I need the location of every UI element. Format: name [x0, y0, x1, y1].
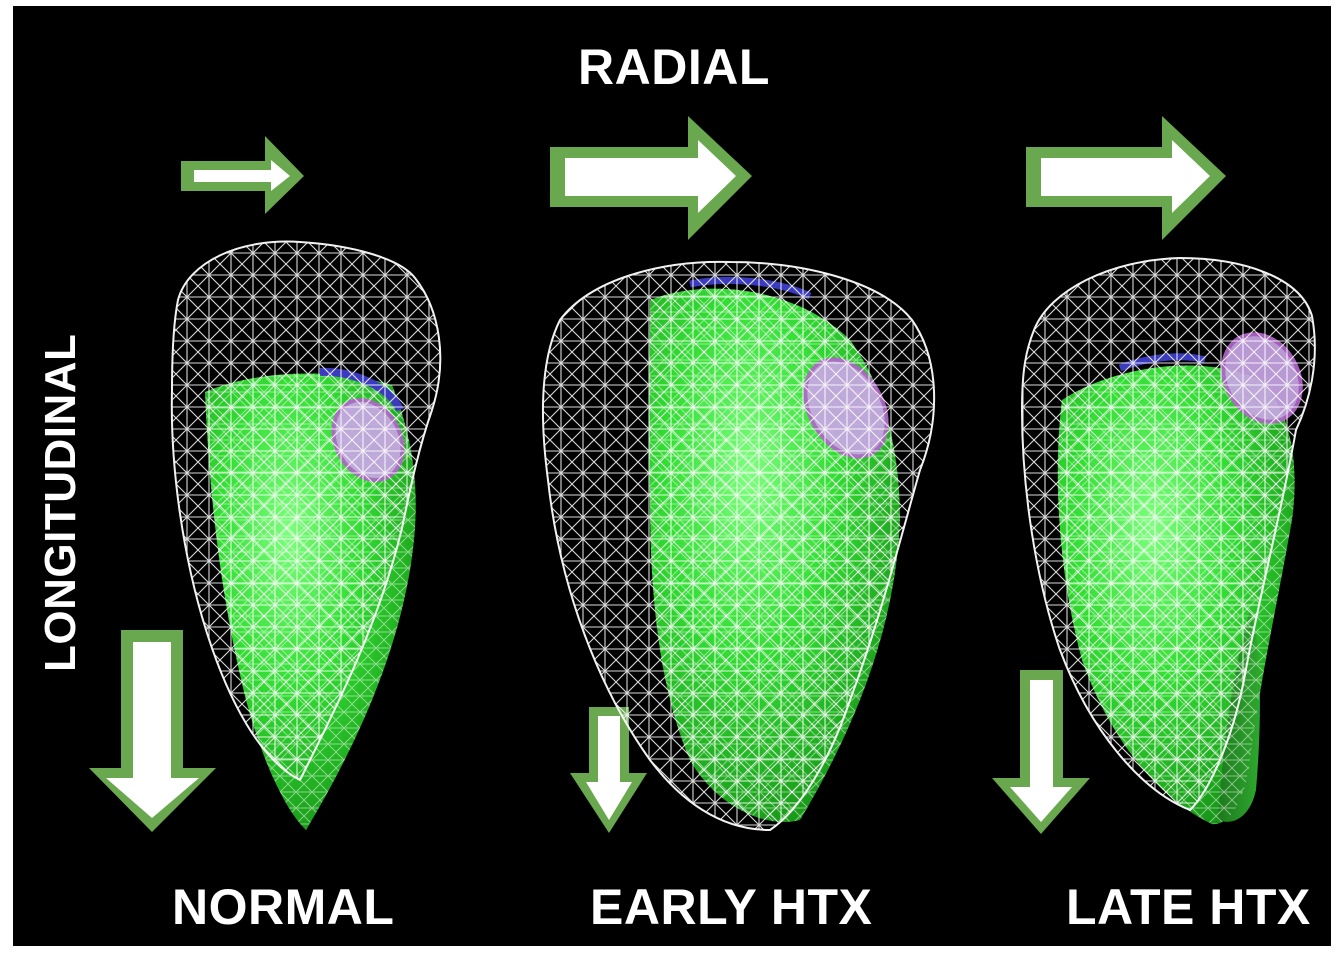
radial-arrow-late-htx	[1026, 116, 1226, 240]
longitudinal-arrow-normal	[89, 630, 216, 832]
radial-arrow-normal	[181, 136, 304, 214]
normal-label: NORMAL	[172, 878, 394, 936]
wireframe-shell-normal	[172, 242, 440, 780]
heart-model-late-htx	[1022, 258, 1316, 824]
wireframe-shell-late-htx	[1022, 258, 1315, 810]
longitudinal-label: LONGITUDINAL	[36, 334, 86, 672]
longitudinal-arrow-late-htx	[992, 670, 1090, 834]
radial-label: RADIAL	[578, 38, 770, 96]
heart-model-normal	[172, 242, 440, 830]
early-htx-label: EARLY HTX	[590, 878, 872, 936]
late-htx-label: LATE HTX	[1066, 878, 1311, 936]
radial-arrow-early-htx	[550, 116, 752, 240]
